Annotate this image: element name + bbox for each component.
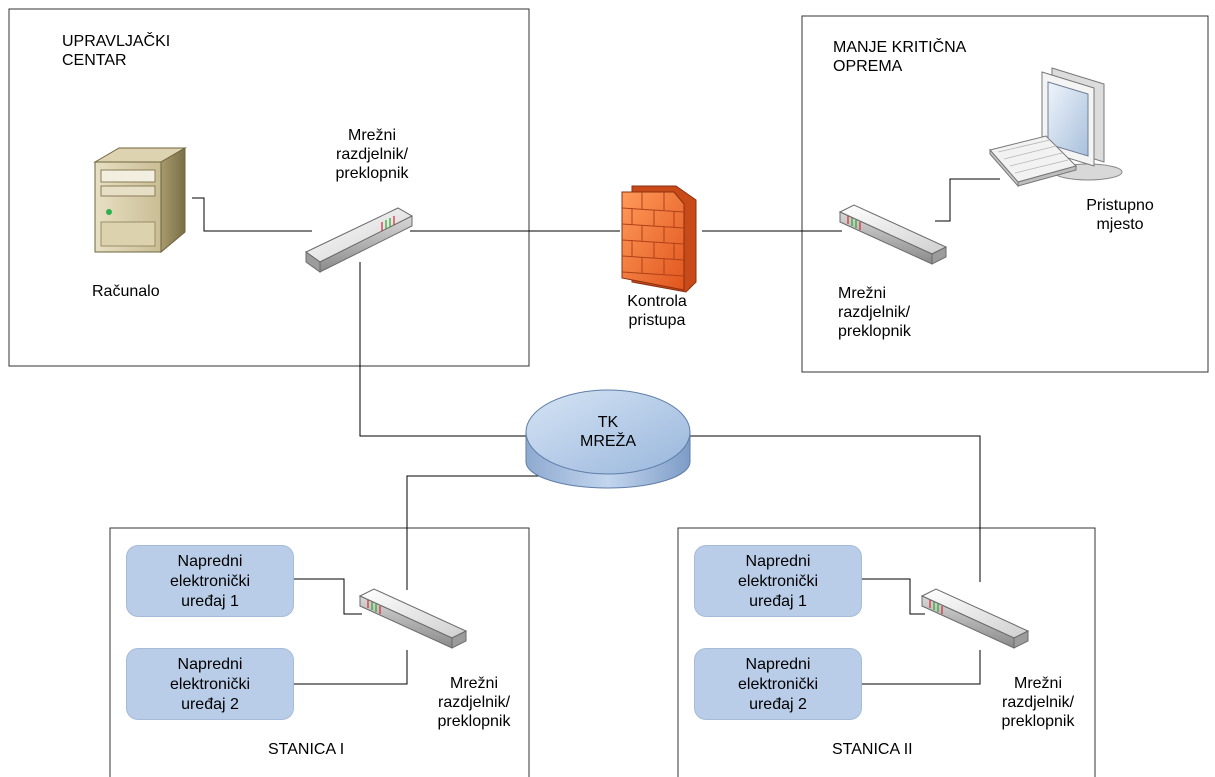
station-2-device-2: Napredni elektronički uređaj 2 xyxy=(694,648,862,720)
link-s2-dev2 xyxy=(862,650,981,685)
station-1-device-2: Napredni elektronički uređaj 2 xyxy=(126,648,294,720)
link-s2-dev1 xyxy=(862,578,925,615)
station-1-title: STANICA I xyxy=(268,741,345,758)
firewall-icon xyxy=(621,185,697,293)
remote-switch-label: Mrežni razdjelnik/ preklopnik xyxy=(838,285,911,340)
server-tower-icon xyxy=(93,147,187,254)
link-computer-switch xyxy=(192,197,312,232)
control-center-title: UPRAVLJAČKI CENTAR xyxy=(62,33,171,69)
network-switch-icon xyxy=(359,588,467,649)
station-2-switch-label: Mrežni razdjelnik/ preklopnik xyxy=(1001,675,1075,730)
less-critical-title: MANJE KRITIČNA OPREMA xyxy=(833,39,967,75)
computer-label: Računalo xyxy=(92,283,160,300)
link-s1-dev2 xyxy=(294,650,408,685)
tk-network-label: TK MREŽA xyxy=(580,414,636,450)
link-tknet-station1 xyxy=(406,475,540,590)
station-1-device-1: Napredni elektronički uređaj 1 xyxy=(126,545,294,617)
access-point-label: Pristupno mjesto xyxy=(1086,197,1154,233)
zone-station-1 xyxy=(109,527,530,777)
link-switch-tknet xyxy=(359,262,530,437)
firewall-label: Kontrola pristupa xyxy=(627,293,687,329)
network-switch-icon xyxy=(921,588,1029,649)
network-switch-icon xyxy=(305,207,413,273)
links xyxy=(192,178,1000,685)
station-2-title: STANICA II xyxy=(832,741,913,758)
station-1-switch-label: Mrežni razdjelnik/ preklopnik xyxy=(437,675,511,730)
zone-station-2 xyxy=(677,527,1096,777)
workstation-icon xyxy=(989,67,1123,188)
link-tknet-station2 xyxy=(688,435,981,582)
station-2-device-1: Napredni elektronički uređaj 1 xyxy=(694,545,862,617)
central-switch-label: Mrežni razdjelnik/ preklopnik xyxy=(335,127,409,182)
zone-less-critical xyxy=(801,15,1209,373)
link-s1-dev1 xyxy=(294,578,362,615)
network-switch-icon xyxy=(839,204,947,265)
zone-control-center xyxy=(8,8,530,367)
link-remote-switch-workstation xyxy=(935,178,1000,222)
network-cloud-cylinder-icon xyxy=(525,389,691,489)
